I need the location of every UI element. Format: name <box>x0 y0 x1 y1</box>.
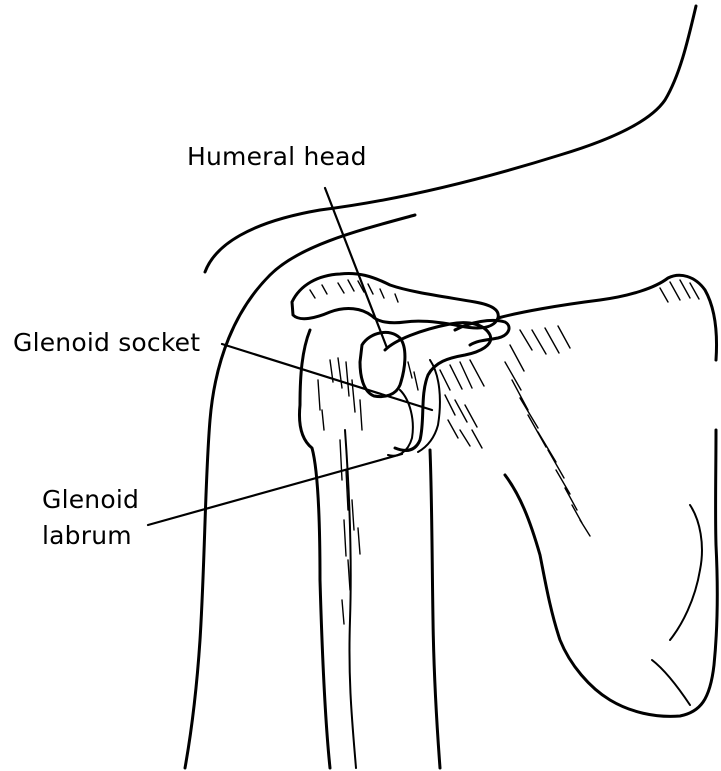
glenoid-labrum-label: Glenoid labrum <box>42 482 139 554</box>
glenoid-hatching <box>408 360 484 448</box>
humerus-medial-edge <box>430 450 440 768</box>
coracoid-process <box>455 320 509 345</box>
scapula-outline <box>498 275 717 716</box>
glenoid-labrum-leader <box>148 454 402 525</box>
deltoid-contour <box>185 215 415 768</box>
glenoid-labrum-label-line2: labrum <box>42 518 139 554</box>
glenoid-labrum-label-line1: Glenoid <box>42 482 139 518</box>
humeral-head-leader <box>325 188 387 348</box>
scapula-hatching <box>505 280 699 536</box>
humerus-hatching <box>318 358 362 624</box>
glenoid-socket-leader <box>222 344 432 410</box>
humerus-outline <box>300 330 331 768</box>
humeral-head-label: Humeral head <box>187 139 367 175</box>
acromion-process <box>292 273 498 327</box>
glenoid-socket-label: Glenoid socket <box>13 325 200 361</box>
scapula-inner-edge <box>652 505 702 705</box>
